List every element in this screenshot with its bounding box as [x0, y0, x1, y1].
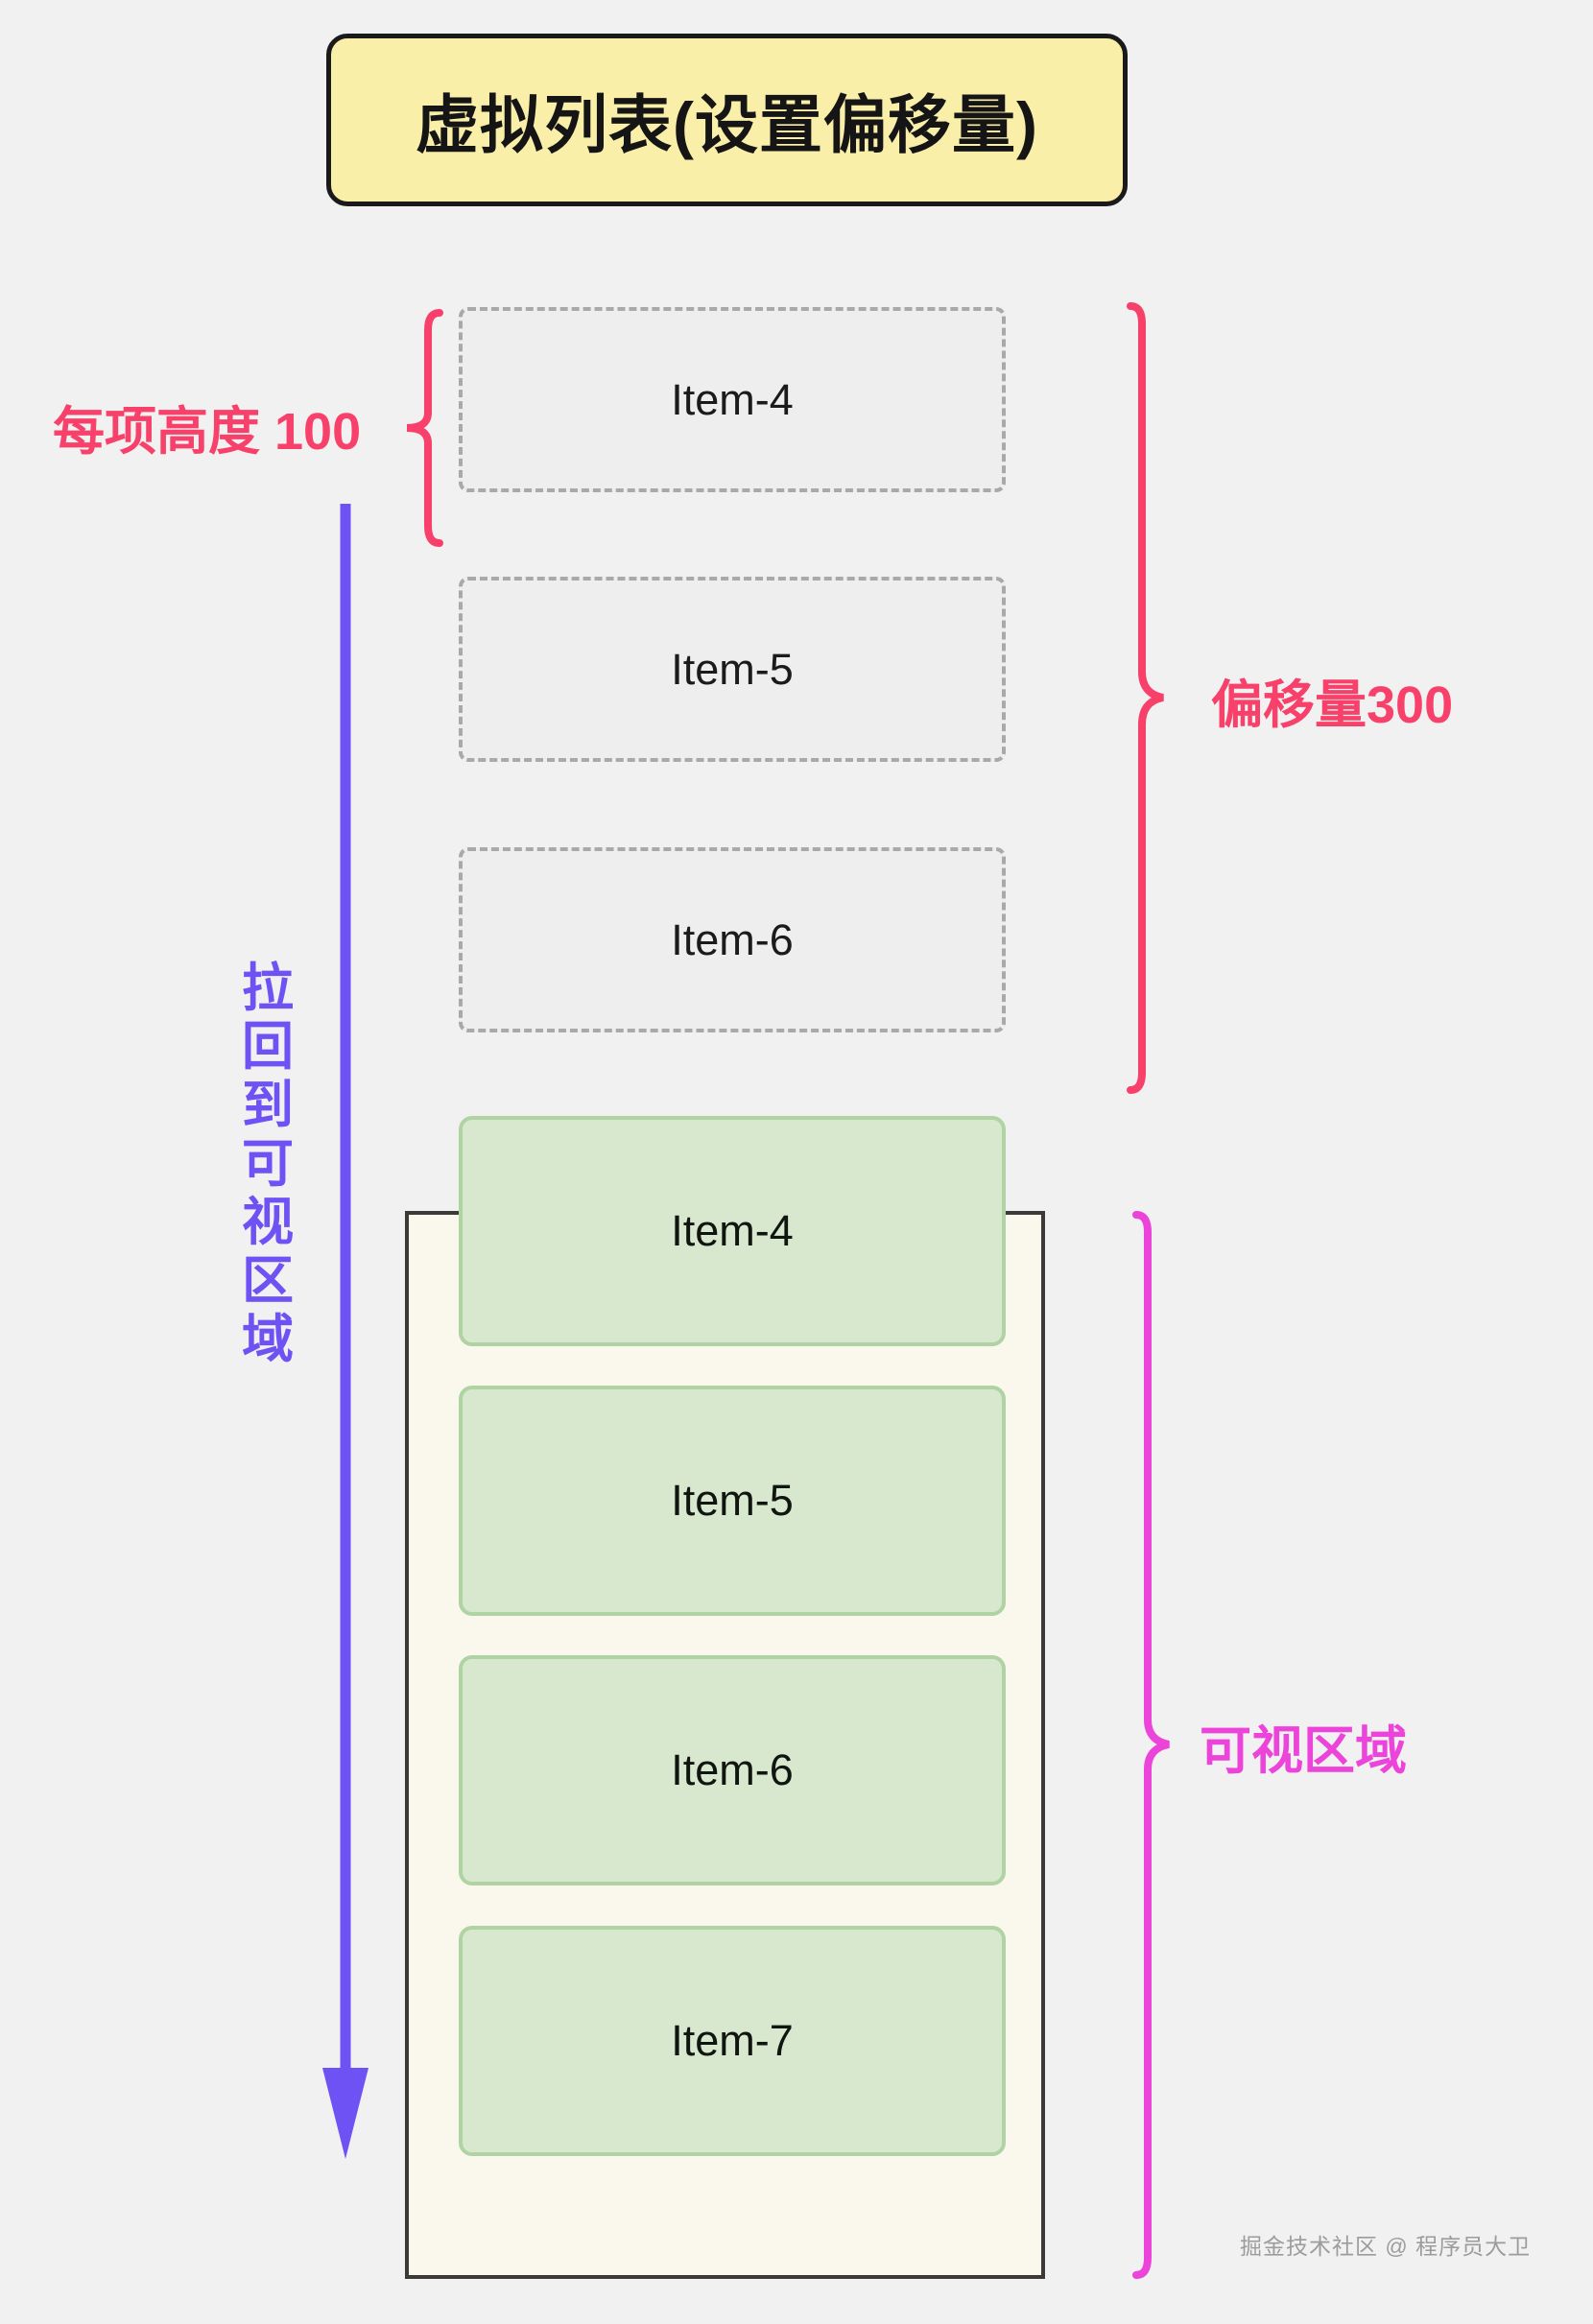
pull-back-char-2: 到 — [242, 1077, 294, 1135]
ghost-item: Item-6 — [459, 847, 1006, 1032]
pull-back-label: 拉 回 到 可 视 区 域 — [233, 960, 302, 1369]
pull-back-char-1: 回 — [242, 1018, 294, 1077]
visible-area-brace — [1132, 1211, 1170, 2279]
watermark: 掘金技术社区 @ 程序员大卫 — [1240, 2234, 1532, 2259]
rendered-item: Item-7 — [459, 1926, 1006, 2156]
visible-area-label: 可视区域 — [1200, 1722, 1407, 1780]
ghost-item: Item-5 — [459, 577, 1006, 762]
pull-back-char-6: 域 — [242, 1311, 294, 1369]
rendered-item-label: Item-7 — [671, 2016, 794, 2065]
item-height-label: 每项高度 100 — [53, 403, 362, 461]
diagram-title-box: 虚拟列表(设置偏移量) — [326, 34, 1128, 206]
offset-label: 偏移量300 — [1211, 676, 1454, 734]
ghost-item-label: Item-4 — [671, 374, 794, 424]
ghost-item-label: Item-5 — [671, 644, 794, 694]
rendered-item-label: Item-5 — [671, 1476, 794, 1525]
rendered-item: Item-6 — [459, 1655, 1006, 1885]
ghost-item: Item-4 — [459, 307, 1006, 492]
rendered-item-label: Item-4 — [671, 1206, 794, 1255]
page-title: 虚拟列表(设置偏移量) — [416, 89, 1038, 160]
rendered-item-label: Item-6 — [671, 1745, 794, 1794]
offset-brace — [1127, 302, 1164, 1094]
pull-back-arrow-icon — [322, 504, 369, 2159]
rendered-item: Item-5 — [459, 1386, 1006, 1616]
pull-back-char-3: 可 — [242, 1135, 294, 1194]
pull-back-char-5: 区 — [242, 1252, 294, 1311]
item-height-brace — [406, 309, 443, 547]
rendered-item: Item-4 — [459, 1116, 1006, 1346]
ghost-item-label: Item-6 — [671, 914, 794, 964]
pull-back-char-4: 视 — [242, 1194, 294, 1252]
pull-back-char-0: 拉 — [242, 960, 294, 1017]
